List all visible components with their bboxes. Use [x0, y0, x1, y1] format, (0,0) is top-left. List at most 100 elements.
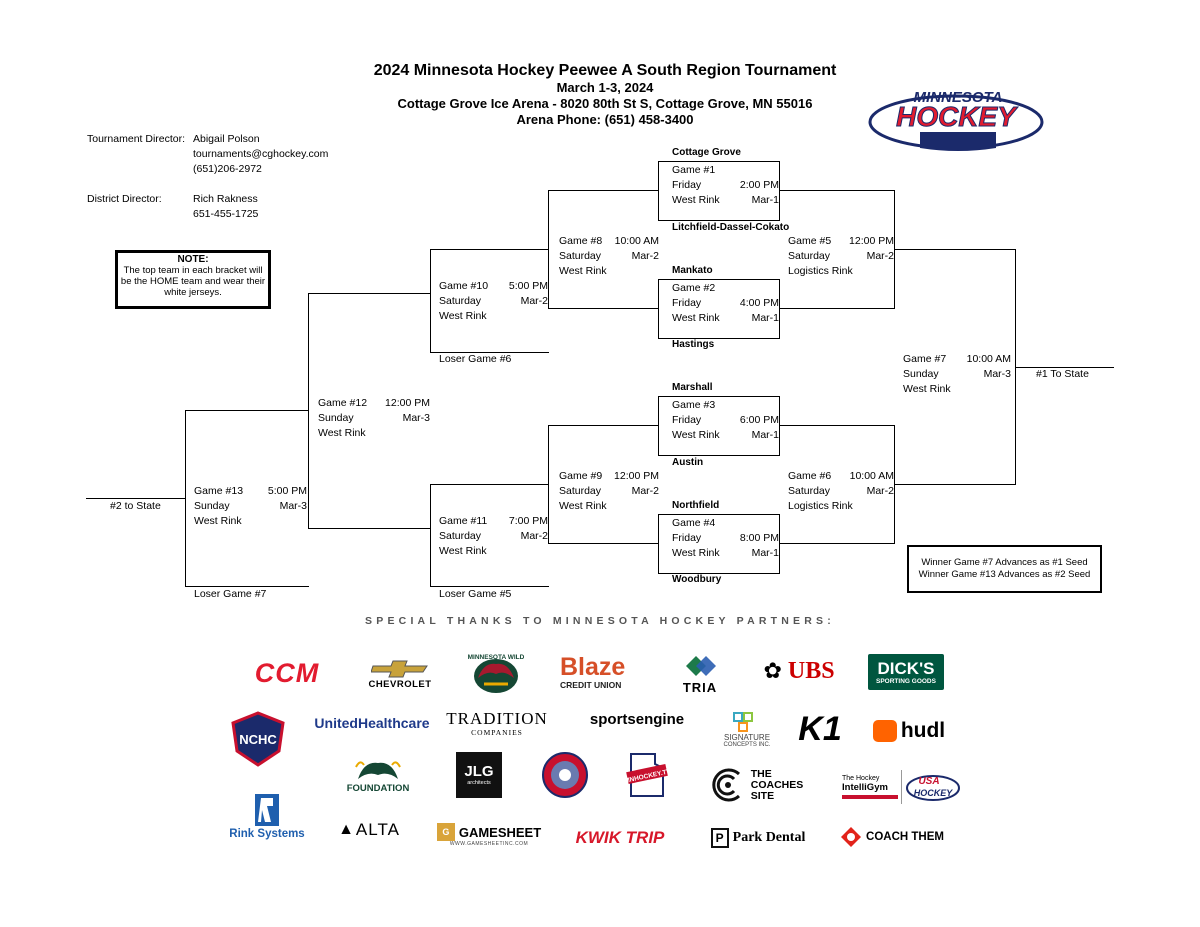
game-day: Saturday	[439, 295, 482, 308]
home-team-note: NOTE: The top team in each bracket will …	[115, 250, 271, 309]
bracket-line	[430, 484, 549, 486]
game-time: 6:00 PM	[739, 414, 779, 427]
loser-game-5-label: Loser Game #5	[439, 588, 512, 600]
coach-them-icon	[841, 827, 862, 847]
bracket-line	[308, 528, 431, 530]
bracket-line	[658, 338, 780, 340]
svg-text:NCHC: NCHC	[239, 732, 277, 747]
game-date: Mar-3	[402, 412, 430, 425]
bracket-line	[430, 249, 549, 251]
game-day: Saturday	[559, 485, 602, 498]
coach-them-logo: COACH THEM	[838, 824, 946, 850]
game-day: Friday	[672, 297, 702, 310]
tournament-director-email: tournaments@cghockey.com	[193, 148, 329, 160]
team-marshall: Marshall	[672, 382, 713, 393]
game-date: Mar-2	[520, 530, 548, 543]
blaze-credit-union-logo: Blaze CREDIT UNION	[560, 653, 626, 691]
nchc-logo: NCHC	[230, 710, 286, 768]
alta-logo: ▲ ALTA	[338, 820, 400, 839]
kwik-trip-logo: KWIK TRIP	[575, 828, 665, 847]
tournament-director-phone: (651)206-2972	[193, 163, 262, 175]
district-director-phone: 651-455-1725	[193, 208, 259, 220]
minnesota-hockey-logo: MINNESOTA HOCKEY	[858, 82, 1058, 152]
usa-hockey-puck-icon: USA HOCKEY	[906, 775, 960, 801]
team-northfield: Northfield	[672, 500, 720, 511]
game-time: 10:00 AM	[614, 235, 659, 247]
bracket-line	[185, 586, 309, 588]
nchc-shield-icon: NCHC	[231, 711, 285, 767]
game-rink: West Rink	[559, 265, 607, 278]
usa-hockey-logo: USA HOCKEY	[904, 768, 962, 804]
bracket-line	[894, 249, 1016, 251]
bracket-line	[430, 249, 432, 353]
bracket-line	[308, 293, 431, 295]
bracket-line	[658, 514, 780, 516]
ubs-keys-icon: ✿	[763, 658, 782, 683]
game-name: Game #10	[439, 280, 489, 292]
game-rink: West Rink	[559, 500, 607, 513]
game-day: Saturday	[788, 485, 831, 498]
bracket-line	[86, 498, 186, 500]
bracket-line	[548, 190, 659, 192]
game-rink: West Rink	[672, 194, 720, 207]
game-time: 10:00 AM	[966, 353, 1011, 365]
referee-seal-icon	[542, 752, 588, 798]
svg-text:USA: USA	[918, 776, 939, 787]
team-woodbury: Woodbury	[672, 574, 722, 585]
tournament-director-name: Abigail Polson	[193, 133, 260, 145]
game-time: 12:00 PM	[385, 397, 430, 409]
bracket-line	[779, 543, 895, 545]
game-rink: Logistics Rink	[788, 500, 853, 513]
the-coaches-site-logo: THE COACHES SITE	[706, 762, 806, 808]
game-date: Mar-2	[631, 485, 659, 498]
game-day: Saturday	[559, 250, 602, 263]
game-date: Mar-1	[751, 312, 779, 325]
park-dental-logo: P Park Dental	[710, 826, 806, 850]
team-cottage-grove: Cottage Grove	[672, 147, 741, 158]
team-hastings: Hastings	[672, 339, 715, 350]
hockey-intelligym-logo: The Hockey IntelliGym	[842, 770, 900, 804]
game-date: Mar-2	[520, 295, 548, 308]
bracket-line	[658, 573, 780, 575]
game-time: 7:00 PM	[508, 515, 548, 527]
jlg-architects-logo: JLG architects	[456, 752, 502, 798]
team-austin: Austin	[672, 457, 704, 468]
svg-text:HOCKEY: HOCKEY	[914, 788, 954, 798]
game-time: 4:00 PM	[739, 297, 779, 310]
bracket-line	[430, 352, 549, 354]
game-date: Mar-1	[751, 194, 779, 207]
loser-game-6-label: Loser Game #6	[439, 353, 512, 365]
bracket-line	[548, 543, 659, 545]
game-time: 2:00 PM	[739, 179, 779, 192]
game-rink: West Rink	[903, 383, 951, 396]
wild-foundation-logo: FOUNDATION	[338, 752, 418, 798]
svg-text:HOCKEY: HOCKEY	[896, 101, 1018, 132]
game-time: 8:00 PM	[739, 532, 779, 545]
team-mankato: Mankato	[672, 265, 713, 276]
tournament-header: 2024 Minnesota Hockey Peewee A South Reg…	[300, 62, 910, 128]
bracket-line	[430, 586, 549, 588]
chevrolet-logo: CHEVROLET	[362, 654, 438, 694]
gamesheet-logo: G GAMESHEET WWW.GAMESHEETINC.COM	[436, 820, 542, 850]
tournament-venue: Cottage Grove Ice Arena - 8020 80th St S…	[397, 96, 813, 111]
game-day: Friday	[672, 414, 702, 427]
rink-systems-figure-icon	[255, 794, 279, 826]
game-rink: West Rink	[672, 312, 720, 325]
hudl-mark-icon	[872, 720, 897, 742]
game-day: Saturday	[788, 250, 831, 263]
bracket-line	[779, 190, 895, 192]
signature-squares-icon	[733, 711, 753, 732]
k1-logo: K1	[798, 709, 842, 748]
game-time: 12:00 PM	[849, 235, 894, 247]
game-rink: West Rink	[194, 515, 242, 528]
gamesheet-gs-icon: G	[436, 823, 455, 841]
game-name: Game #6	[788, 470, 832, 482]
bracket-line	[658, 220, 780, 222]
alta-mountain-icon: ▲	[338, 821, 354, 838]
